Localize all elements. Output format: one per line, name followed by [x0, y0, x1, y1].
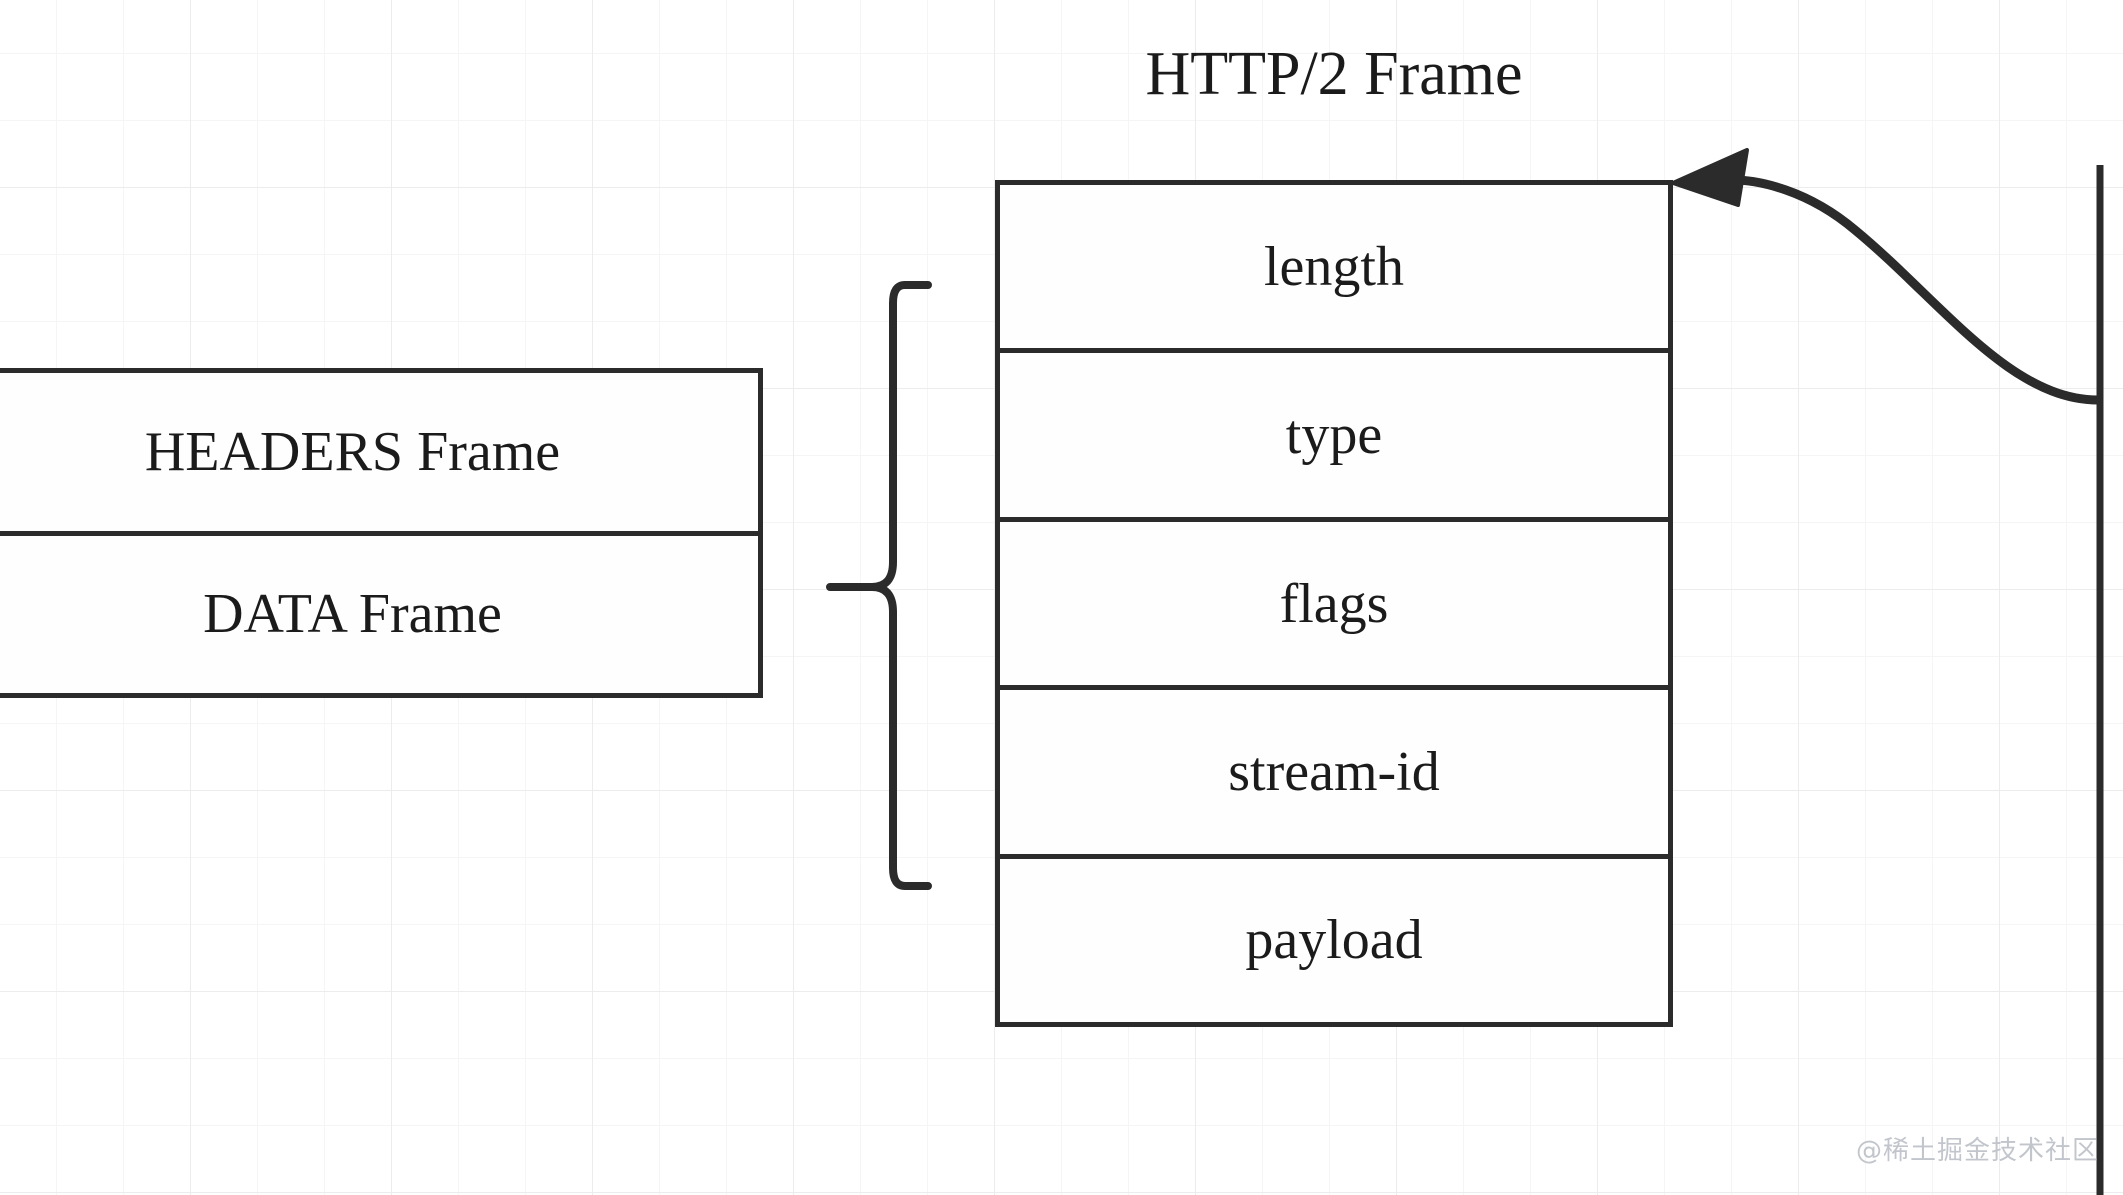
frame-detail-arrow-icon — [1671, 148, 2103, 405]
frame-types-label-headers: HEADERS Frame — [144, 420, 561, 483]
frame-types-row: DATA Frame — [0, 536, 758, 694]
page-title: HTTP/2 Frame — [1145, 40, 1523, 108]
frame-types-row: HEADERS Frame — [0, 373, 758, 536]
watermark: @稀土掘金技术社区 — [1855, 1136, 2099, 1166]
frame-types-box: HEADERS Frame DATA Frame — [0, 368, 763, 698]
frame-types-label-data: DATA Frame — [203, 583, 502, 646]
frame-row: length — [1000, 185, 1668, 354]
grouping-brace-icon — [826, 281, 932, 890]
frame-row-label-stream-id: stream-id — [1228, 740, 1440, 803]
frame-row: stream-id — [1000, 690, 1668, 859]
frame-row-label-flags: flags — [1279, 572, 1389, 635]
frame-row: payload — [1000, 858, 1668, 1023]
frame-row-label-length: length — [1264, 235, 1404, 298]
frame-row-label-payload: payload — [1245, 909, 1423, 972]
frame-row: type — [1000, 353, 1668, 522]
frame-row: flags — [1000, 521, 1668, 691]
http2-frame-box: length type flags stream-id payload — [995, 180, 1673, 1027]
frame-row-label-type: type — [1285, 404, 1383, 467]
